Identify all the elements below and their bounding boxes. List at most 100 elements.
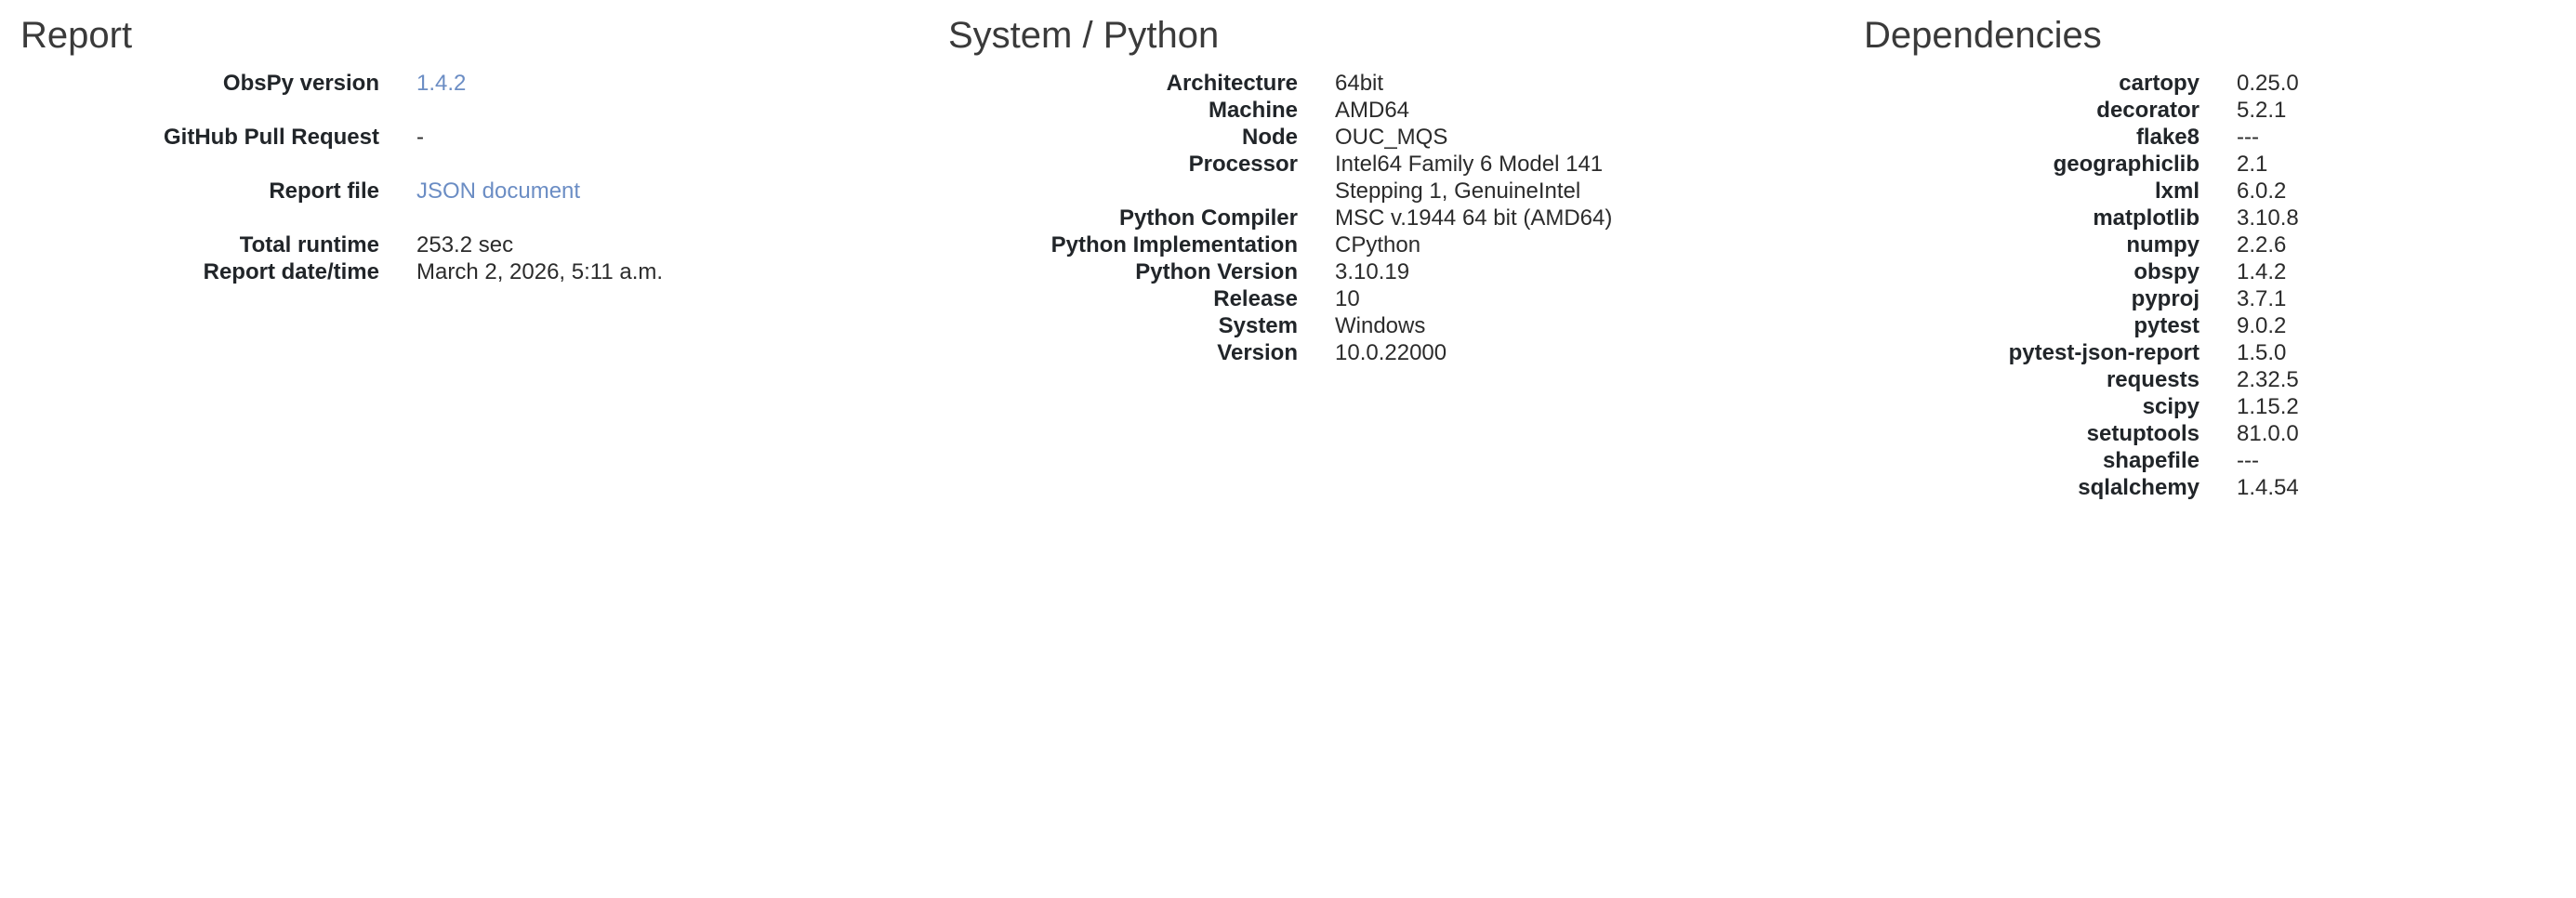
- dependency-value: 1.15.2: [2237, 394, 2299, 419]
- dependency-label: shapefile: [2102, 448, 2200, 473]
- dependency-row: lxml 6.0.2: [1813, 178, 2576, 205]
- system-value: 64bit: [1335, 71, 1384, 96]
- system-row: Python Implementation CPython: [930, 231, 1813, 258]
- dependency-label: obspy: [2133, 259, 2200, 284]
- dependency-label: lxml: [2154, 178, 2200, 204]
- system-value: 10: [1335, 286, 1360, 311]
- dependency-row: geographiclib 2.1: [1813, 151, 2576, 178]
- dependency-row: obspy 1.4.2: [1813, 258, 2576, 285]
- system-value: Windows: [1335, 313, 1426, 338]
- dependency-value: 1.4.2: [2237, 259, 2287, 284]
- dependency-value: 0.25.0: [2237, 71, 2299, 96]
- system-row: Processor Intel64 Family 6 Model 141 Step…: [930, 151, 1813, 205]
- dependency-label: pyproj: [2131, 286, 2200, 311]
- system-python-section-title: System / Python: [948, 15, 1220, 56]
- report-label: ObsPy version: [222, 71, 379, 96]
- dependency-label: scipy: [2142, 394, 2200, 419]
- report-value: 253.2 sec: [416, 232, 514, 258]
- report-value[interactable]: JSON document: [416, 178, 581, 204]
- dependency-label: cartopy: [2119, 71, 2200, 96]
- system-value: CPython: [1335, 232, 1421, 258]
- system-label: Python Version: [1135, 259, 1298, 284]
- dependency-row: decorator 5.2.1: [1813, 97, 2576, 124]
- system-value: 10.0.22000: [1335, 340, 1447, 365]
- system-label: Machine: [1208, 98, 1298, 123]
- system-row: Python Compiler MSC v.1944 64 bit (AMD64): [930, 205, 1813, 231]
- system-value: Intel64 Family 6 Model 141 Stepping 1, G…: [1335, 152, 1604, 204]
- system-row: Machine AMD64: [930, 97, 1813, 124]
- system-label: Node: [1242, 125, 1298, 150]
- dependency-row: pytest-json-report 1.5.0: [1813, 339, 2576, 366]
- dependency-value: 81.0.0: [2237, 421, 2299, 446]
- report-label: Report file: [269, 178, 379, 204]
- dependency-value: ---: [2237, 125, 2259, 150]
- system-label: Version: [1217, 340, 1298, 365]
- dependency-row: shapefile ---: [1813, 447, 2576, 474]
- report-label: GitHub Pull Request: [163, 125, 379, 150]
- report-label: Report date/time: [203, 259, 379, 284]
- system-row: Architecture 64bit: [930, 70, 1813, 97]
- report-row: GitHub Pull Request -: [0, 124, 930, 151]
- system-label: Python Compiler: [1118, 205, 1298, 231]
- system-label: System: [1218, 313, 1298, 338]
- system-label: Release: [1213, 286, 1298, 311]
- report-value: -: [416, 125, 424, 150]
- dependency-row: cartopy 0.25.0: [1813, 70, 2576, 97]
- system-row: Version 10.0.22000: [930, 339, 1813, 366]
- dependency-label: geographiclib: [2053, 152, 2200, 177]
- dependency-value: 6.0.2: [2237, 178, 2287, 204]
- dependency-value: 1.4.54: [2237, 475, 2299, 500]
- system-label: Python Implementation: [1050, 232, 1298, 258]
- dependency-value: 2.32.5: [2237, 367, 2299, 392]
- report-row: ObsPy version 1.4.2: [0, 70, 930, 97]
- report-row: Report date/time March 2, 2026, 5:11 a.m.: [0, 258, 930, 285]
- dependency-row: flake8 ---: [1813, 124, 2576, 151]
- dependency-value: 9.0.2: [2237, 313, 2287, 338]
- report-row: Total runtime 253.2 sec: [0, 231, 930, 258]
- dependency-value: 2.1: [2237, 152, 2268, 177]
- dependency-row: matplotlib 3.10.8: [1813, 205, 2576, 231]
- system-value: OUC_MQS: [1335, 125, 1448, 150]
- dependency-label: numpy: [2126, 232, 2200, 258]
- dependencies-section-title: Dependencies: [1864, 15, 2102, 56]
- system-row: Release 10: [930, 285, 1813, 312]
- dependency-label: setuptools: [2086, 421, 2200, 446]
- report-row: Report file JSON document: [0, 178, 930, 205]
- system-row: Node OUC_MQS: [930, 124, 1813, 151]
- dependency-row: setuptools 81.0.0: [1813, 420, 2576, 447]
- system-value: MSC v.1944 64 bit (AMD64): [1335, 205, 1613, 231]
- report-value[interactable]: 1.4.2: [416, 71, 467, 96]
- system-row: System Windows: [930, 312, 1813, 339]
- dependency-row: scipy 1.15.2: [1813, 393, 2576, 420]
- system-value: AMD64: [1335, 98, 1410, 123]
- dependency-row: pyproj 3.7.1: [1813, 285, 2576, 312]
- report-section-title: Report: [20, 15, 133, 56]
- dependency-label: requests: [2106, 367, 2200, 392]
- dependency-label: sqlalchemy: [2078, 475, 2200, 500]
- report-value: March 2, 2026, 5:11 a.m.: [416, 259, 664, 284]
- dependency-value: 1.5.0: [2237, 340, 2287, 365]
- dependency-value: ---: [2237, 448, 2259, 473]
- report-label: Total runtime: [239, 232, 379, 258]
- dependency-label: decorator: [2096, 98, 2200, 123]
- system-row: Python Version 3.10.19: [930, 258, 1813, 285]
- dependency-value: 3.7.1: [2237, 286, 2287, 311]
- system-label: Processor: [1188, 152, 1298, 177]
- system-label: Architecture: [1166, 71, 1298, 96]
- dependency-row: pytest 9.0.2: [1813, 312, 2576, 339]
- dependency-label: pytest: [2133, 313, 2200, 338]
- dependency-row: requests 2.32.5: [1813, 366, 2576, 393]
- dependency-label: matplotlib: [2093, 205, 2200, 231]
- dependency-row: sqlalchemy 1.4.54: [1813, 474, 2576, 501]
- dependency-value: 5.2.1: [2237, 98, 2287, 123]
- dependency-label: flake8: [2135, 125, 2200, 150]
- dependency-value: 3.10.8: [2237, 205, 2299, 231]
- dependency-label: pytest-json-report: [2008, 340, 2200, 365]
- dependencies-section: Dependencies cartopy 0.25.0 decorator 5.2.1…: [1813, 0, 2576, 501]
- system-value: 3.10.19: [1335, 259, 1410, 284]
